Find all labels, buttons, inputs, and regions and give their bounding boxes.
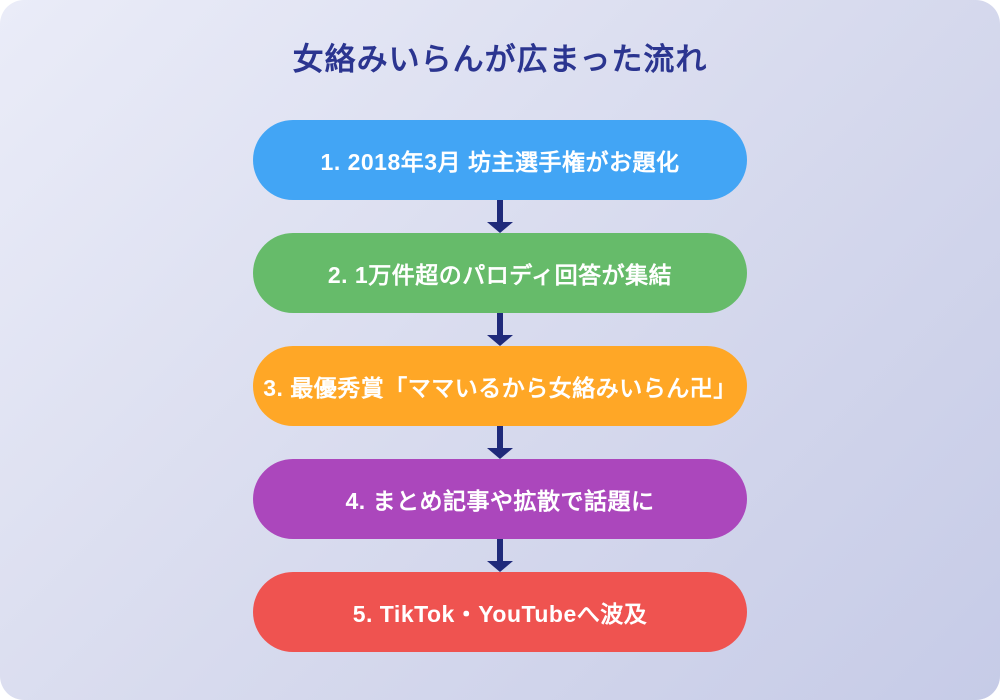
down-arrow-3 xyxy=(487,426,513,459)
flow-step-1-label: 1. 2018年3月 坊主選手権がお題化 xyxy=(320,149,680,175)
flow-diagram: 1. 2018年3月 坊主選手権がお題化 2. 1万件超のパロディ回答が集結 3… xyxy=(253,120,747,652)
flow-step-3-pill: 3. 最優秀賞「ママいるから女絡みいらん卍」 xyxy=(253,346,747,426)
flow-step-2-label: 2. 1万件超のパロディ回答が集結 xyxy=(327,262,673,288)
down-arrow-head xyxy=(487,448,513,459)
down-arrow-line xyxy=(497,539,503,561)
down-arrow-2 xyxy=(487,313,513,346)
down-arrow-1 xyxy=(487,200,513,233)
down-arrow-line xyxy=(497,313,503,335)
flow-step-2-pill: 2. 1万件超のパロディ回答が集結 xyxy=(253,233,747,313)
flow-step-4-pill: 4. まとめ記事や拡散で話題に xyxy=(253,459,747,539)
down-arrow-4 xyxy=(487,539,513,572)
flow-step-4-label: 4. まとめ記事や拡散で話題に xyxy=(345,488,655,514)
down-arrow-head xyxy=(487,335,513,346)
down-arrow-line xyxy=(497,426,503,448)
down-arrow-head xyxy=(487,561,513,572)
flow-step-1-pill: 1. 2018年3月 坊主選手権がお題化 xyxy=(253,120,747,200)
page-title: 女絡みいらんが広まった流れ xyxy=(292,42,708,77)
flow-step-5-label: 5. TikTok・YouTubeへ波及 xyxy=(352,601,648,627)
flow-step-5-pill: 5. TikTok・YouTubeへ波及 xyxy=(253,572,747,652)
flow-step-3-label: 3. 最優秀賞「ママいるから女絡みいらん卍」 xyxy=(263,375,737,401)
down-arrow-line xyxy=(497,200,503,222)
down-arrow-head xyxy=(487,222,513,233)
